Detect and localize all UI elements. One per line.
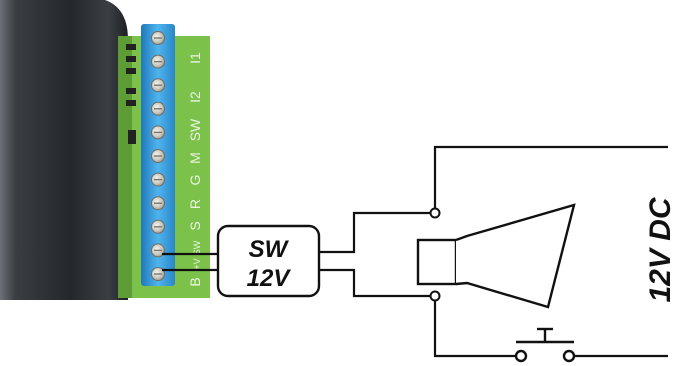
sw-box-line1: SW: [249, 236, 290, 263]
horn-icon: [416, 203, 576, 309]
terminal-label: M: [187, 152, 203, 164]
device-housing: [0, 0, 128, 300]
box-to-horn-wires: [319, 211, 435, 298]
supply-wires: [433, 145, 668, 358]
terminal-screws: [151, 31, 165, 281]
sw-12v-box: SW 12V: [216, 224, 321, 298]
terminal-label: +V: [192, 258, 202, 269]
module-to-box-wires: [162, 252, 218, 272]
junction-dots: [429, 207, 441, 302]
pcb-shade: [118, 36, 132, 298]
pcb-header-pins: [126, 44, 136, 144]
sw-box-line2: 12V: [247, 265, 292, 292]
terminal-label: R: [187, 199, 203, 209]
push-button-icon: [514, 327, 576, 363]
terminal-label: S: [187, 221, 203, 230]
terminal-label: SW: [192, 240, 202, 255]
terminal-label: I2: [187, 91, 203, 103]
terminal-label: B: [187, 277, 203, 286]
supply-voltage-label: 12V DC: [644, 196, 677, 302]
terminal-label: G: [187, 175, 203, 186]
terminal-label: SW: [187, 118, 203, 141]
terminal-label: I1: [187, 52, 203, 64]
